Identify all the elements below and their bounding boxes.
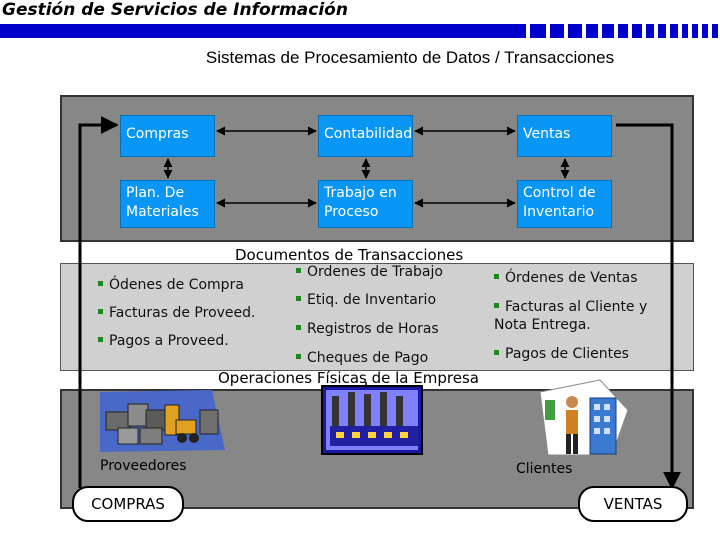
doc-left-2: Facturas de Proveed. (98, 304, 256, 322)
bullet-icon (98, 280, 103, 286)
loop-left (78, 116, 119, 488)
header-bar (0, 24, 718, 38)
oval-ventas: VENTAS (578, 486, 688, 522)
doc-left-3: Pagos a Proveed. (98, 332, 229, 350)
bullet-icon (494, 273, 499, 279)
label-clientes: Clientes (516, 461, 573, 477)
bullet-icon (296, 324, 301, 330)
doc-middle-2: Etiq. de Inventario (296, 291, 436, 309)
doc-left-1: Ódenes de Compra (98, 276, 244, 294)
warehouse-forklift-icon (100, 390, 225, 452)
bullet-icon (296, 295, 301, 301)
page-title: Gestión de Servicios de Información (2, 0, 348, 20)
documents-title: Documentos de Transacciones (235, 246, 464, 264)
loop-right (616, 123, 681, 490)
bullet-icon (494, 302, 499, 308)
system-plan-materiales: Plan. De Materiales (120, 180, 215, 228)
system-compras: Compras (120, 115, 215, 157)
doc-right-3: Pagos de Clientes (494, 345, 629, 363)
operations-title: Operaciones Físicas de la Empresa (218, 369, 479, 387)
doc-right-2: Facturas al Cliente y Nota Entrega. (494, 299, 648, 333)
label-proveedores: Proveedores (100, 458, 187, 474)
bullet-icon (296, 267, 301, 273)
system-control-inventario: Control de Inventario (517, 180, 612, 228)
doc-middle-3: Registros de Horas (296, 320, 439, 338)
bullet-icon (296, 353, 301, 359)
system-trabajo-proceso: Trabajo en Proceso (318, 180, 413, 228)
subtitle: Sistemas de Procesamiento de Datos / Tra… (205, 48, 615, 67)
customer-icon (539, 379, 629, 456)
system-ventas: Ventas (517, 115, 612, 157)
system-contabilidad: Contabilidad (318, 115, 413, 157)
factory-icon (321, 385, 423, 455)
oval-compras: COMPRAS (72, 486, 184, 522)
doc-middle-4: Cheques de Pago (296, 349, 428, 367)
doc-middle-1: Ordenes de Trabajo (296, 263, 443, 281)
bullet-icon (98, 336, 103, 342)
documents-panel (60, 263, 694, 371)
bullet-icon (98, 308, 103, 314)
bullet-icon (494, 349, 499, 355)
doc-right-1: Órdenes de Ventas (494, 269, 638, 287)
